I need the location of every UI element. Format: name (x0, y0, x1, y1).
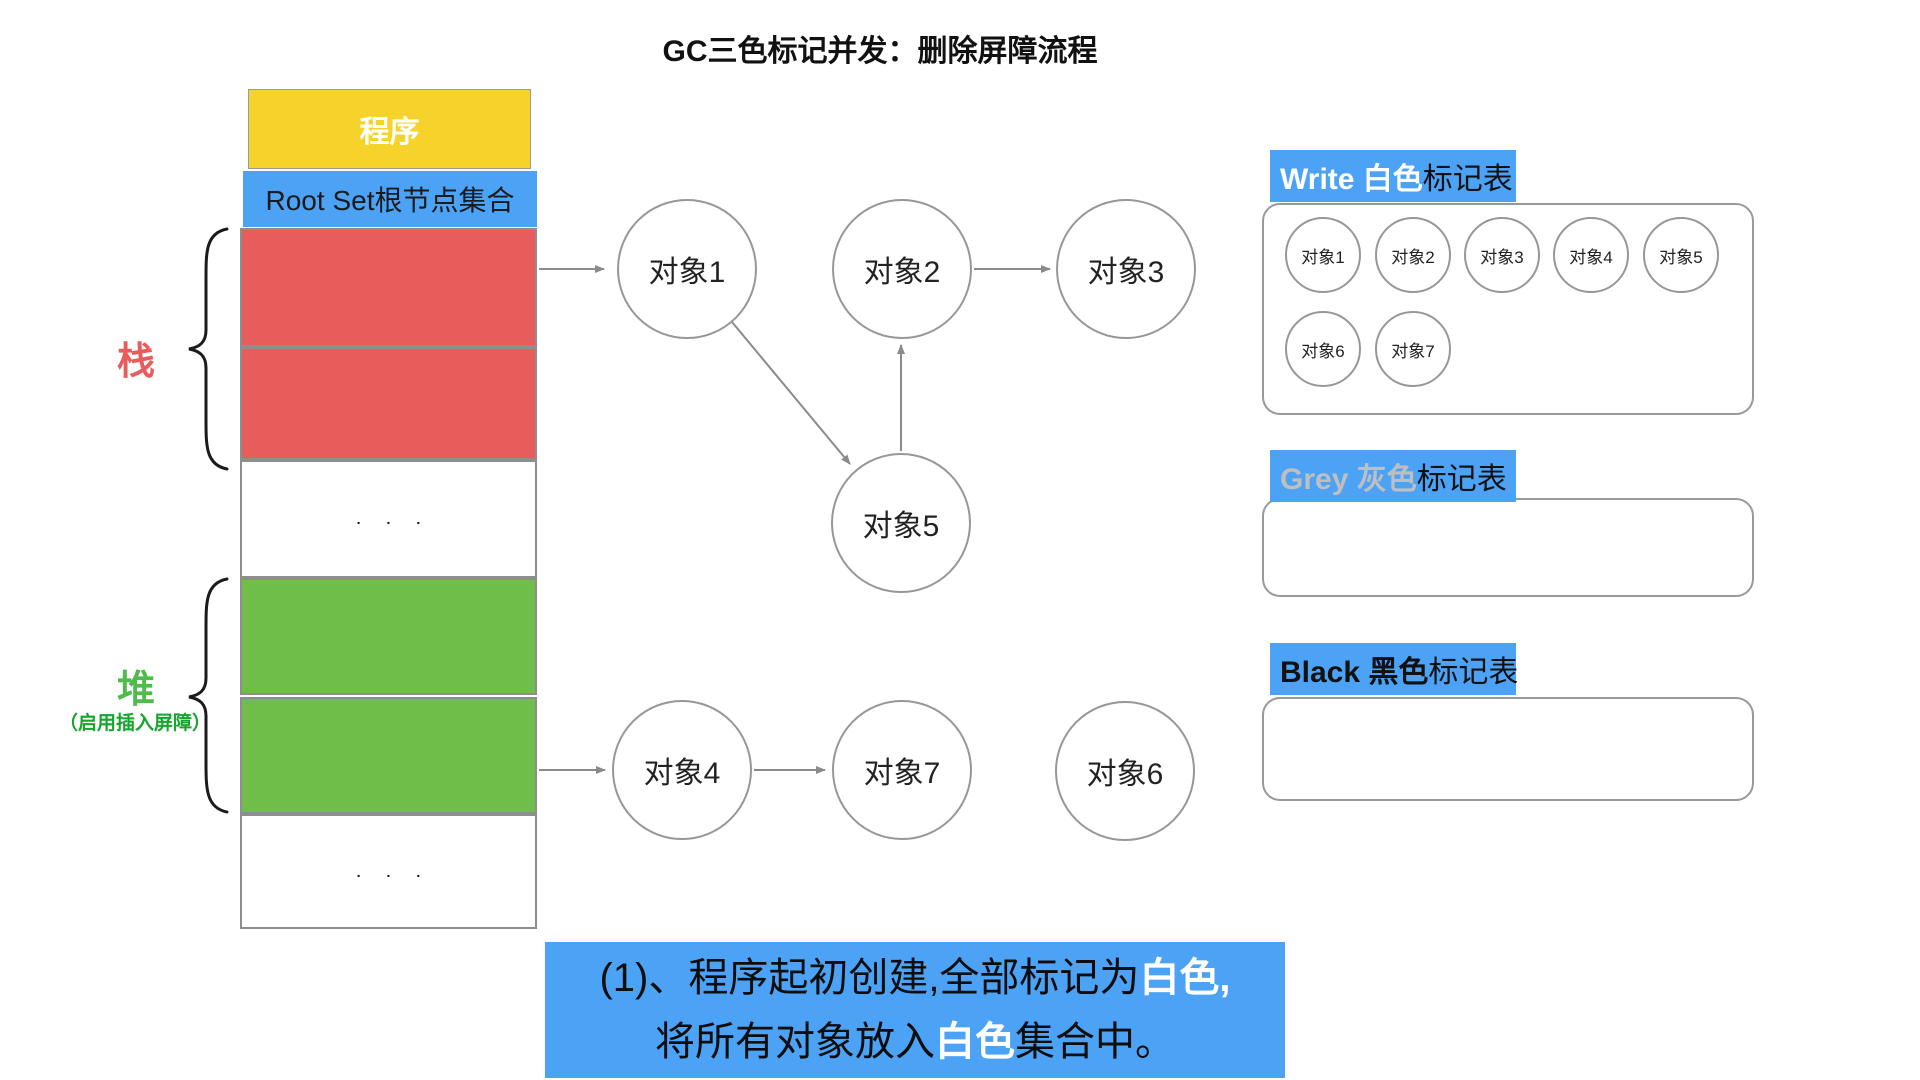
page-title: GC三色标记并发：删除屏障流程 (662, 35, 1098, 68)
object-node-2: 对象2 (832, 199, 972, 339)
caption-line-2: 将所有对象放入白色集合中。 (655, 1010, 1175, 1074)
object-node-4: 对象4 (612, 700, 752, 840)
root-set-box: Root Set根节点集合 (243, 171, 537, 227)
arrow-object1-to-object5 (731, 321, 851, 465)
stack-brace-icon (188, 227, 229, 471)
memory-ellipsis-top: ... (240, 460, 537, 578)
black-table-title-en: Black 黑色 (1280, 656, 1429, 689)
memory-ellipsis-bottom: ... (240, 814, 537, 929)
heap-slot-2 (240, 697, 537, 814)
white-table-title-en: Write 白色 (1280, 163, 1423, 196)
heap-note: （启用插入屏障） (58, 713, 211, 734)
caption-line2-highlight: 白色 (935, 1020, 1015, 1064)
caption-line2-tail: 集合中。 (1015, 1020, 1175, 1064)
caption-line2-text: 将所有对象放入 (655, 1020, 935, 1064)
white-set-object-7: 对象7 (1375, 311, 1451, 387)
stack-slot-2 (240, 347, 537, 460)
object-node-1: 对象1 (617, 199, 757, 339)
object-node-7: 对象7 (832, 700, 972, 840)
stack-slot-1 (240, 228, 537, 347)
object-node-6: 对象6 (1055, 701, 1195, 841)
object-node-3: 对象3 (1056, 199, 1196, 339)
grey-table-title-zh: 标记表 (1416, 463, 1507, 496)
grey-table-panel (1262, 498, 1754, 597)
caption-line-1: (1)、程序起初创建,全部标记为白色, (599, 946, 1230, 1010)
object-node-5: 对象5 (831, 453, 971, 593)
caption-line1-text: (1)、程序起初创建,全部标记为 (599, 956, 1140, 1000)
white-set-object-4: 对象4 (1553, 217, 1629, 293)
heap-slot-1 (240, 578, 537, 695)
heap-label: 堆 (116, 669, 155, 711)
white-table-title-zh: 标记表 (1422, 163, 1513, 196)
white-set-object-5: 对象5 (1643, 217, 1719, 293)
heap-brace-icon (188, 577, 229, 814)
step-caption: (1)、程序起初创建,全部标记为白色, 将所有对象放入白色集合中。 (545, 942, 1285, 1078)
white-table-header: Write 白色标记表 (1270, 150, 1516, 202)
white-set-object-2: 对象2 (1375, 217, 1451, 293)
white-set-object-3: 对象3 (1464, 217, 1540, 293)
stack-label: 栈 (116, 341, 155, 383)
grey-table-title-en: Grey 灰色 (1280, 463, 1417, 496)
black-table-header: Black 黑色标记表 (1270, 643, 1519, 695)
caption-line1-highlight: 白色, (1139, 956, 1231, 1000)
program-box: 程序 (248, 89, 531, 169)
black-table-panel (1262, 697, 1754, 801)
grey-table-header: Grey 灰色标记表 (1270, 450, 1516, 502)
white-set-object-1: 对象1 (1285, 217, 1361, 293)
black-table-title-zh: 标记表 (1428, 656, 1519, 689)
white-set-object-6: 对象6 (1285, 311, 1361, 387)
